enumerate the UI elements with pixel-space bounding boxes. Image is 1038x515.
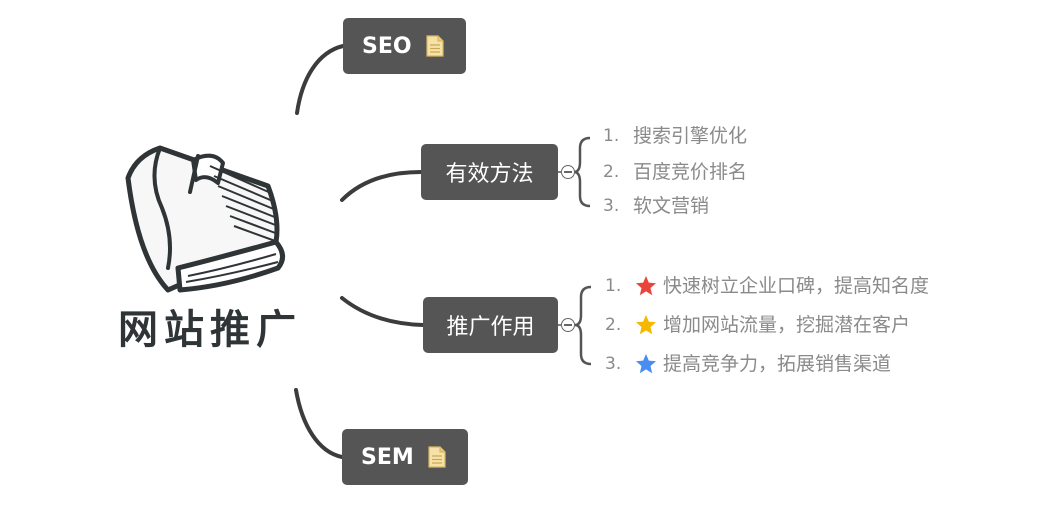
- item-number: 3.: [605, 354, 622, 374]
- topic-sem[interactable]: SEM: [342, 429, 468, 485]
- note-icon[interactable]: [428, 446, 446, 468]
- collapse-methods-button[interactable]: [561, 165, 575, 179]
- bracket-roles: [574, 285, 592, 366]
- item-text: 增加网站流量，挖掘潜在客户: [663, 314, 911, 336]
- methods-item-3[interactable]: 3. 软文营销: [603, 194, 709, 218]
- topic-roles-label: 推广作用: [446, 315, 535, 340]
- central-topic-title[interactable]: 网站推广: [118, 307, 302, 353]
- topic-seo[interactable]: SEO: [343, 18, 466, 74]
- yellow-star-icon: [635, 314, 657, 336]
- note-icon[interactable]: [425, 35, 444, 57]
- methods-item-1[interactable]: 1. 搜索引擎优化: [603, 124, 747, 148]
- topic-sem-label: SEM: [361, 444, 414, 470]
- topic-seo-label: SEO: [362, 33, 412, 59]
- book-icon: [118, 138, 296, 298]
- roles-item-2[interactable]: 2. 增加网站流量，挖掘潜在客户: [605, 313, 910, 337]
- connector-methods: [340, 170, 423, 202]
- roles-item-3[interactable]: 3. 提高竞争力，拓展销售渠道: [605, 352, 891, 376]
- item-text: 快速树立企业口碑，提高知名度: [663, 275, 930, 297]
- item-text: 百度竞价排名: [633, 161, 748, 183]
- red-star-icon: [635, 275, 657, 297]
- item-text: 软文营销: [633, 195, 710, 217]
- topic-methods[interactable]: 有效方法: [421, 144, 558, 200]
- item-text: 搜索引擎优化: [633, 125, 748, 147]
- connector-seo: [295, 44, 345, 115]
- blue-star-icon: [635, 353, 657, 375]
- connector-roles: [340, 296, 425, 327]
- methods-item-2[interactable]: 2. 百度竞价排名: [603, 160, 747, 184]
- collapse-roles-button[interactable]: [561, 318, 575, 332]
- item-number: 1.: [603, 126, 620, 146]
- bracket-methods: [573, 136, 591, 208]
- item-number: 2.: [603, 162, 620, 182]
- connector-sem: [294, 388, 344, 459]
- item-text: 提高竞争力，拓展销售渠道: [663, 353, 892, 375]
- topic-roles[interactable]: 推广作用: [423, 297, 558, 353]
- item-number: 2.: [605, 315, 622, 335]
- item-number: 3.: [603, 196, 620, 216]
- roles-item-1[interactable]: 1. 快速树立企业口碑，提高知名度: [605, 274, 929, 298]
- item-number: 1.: [605, 276, 622, 296]
- topic-methods-label: 有效方法: [445, 162, 534, 187]
